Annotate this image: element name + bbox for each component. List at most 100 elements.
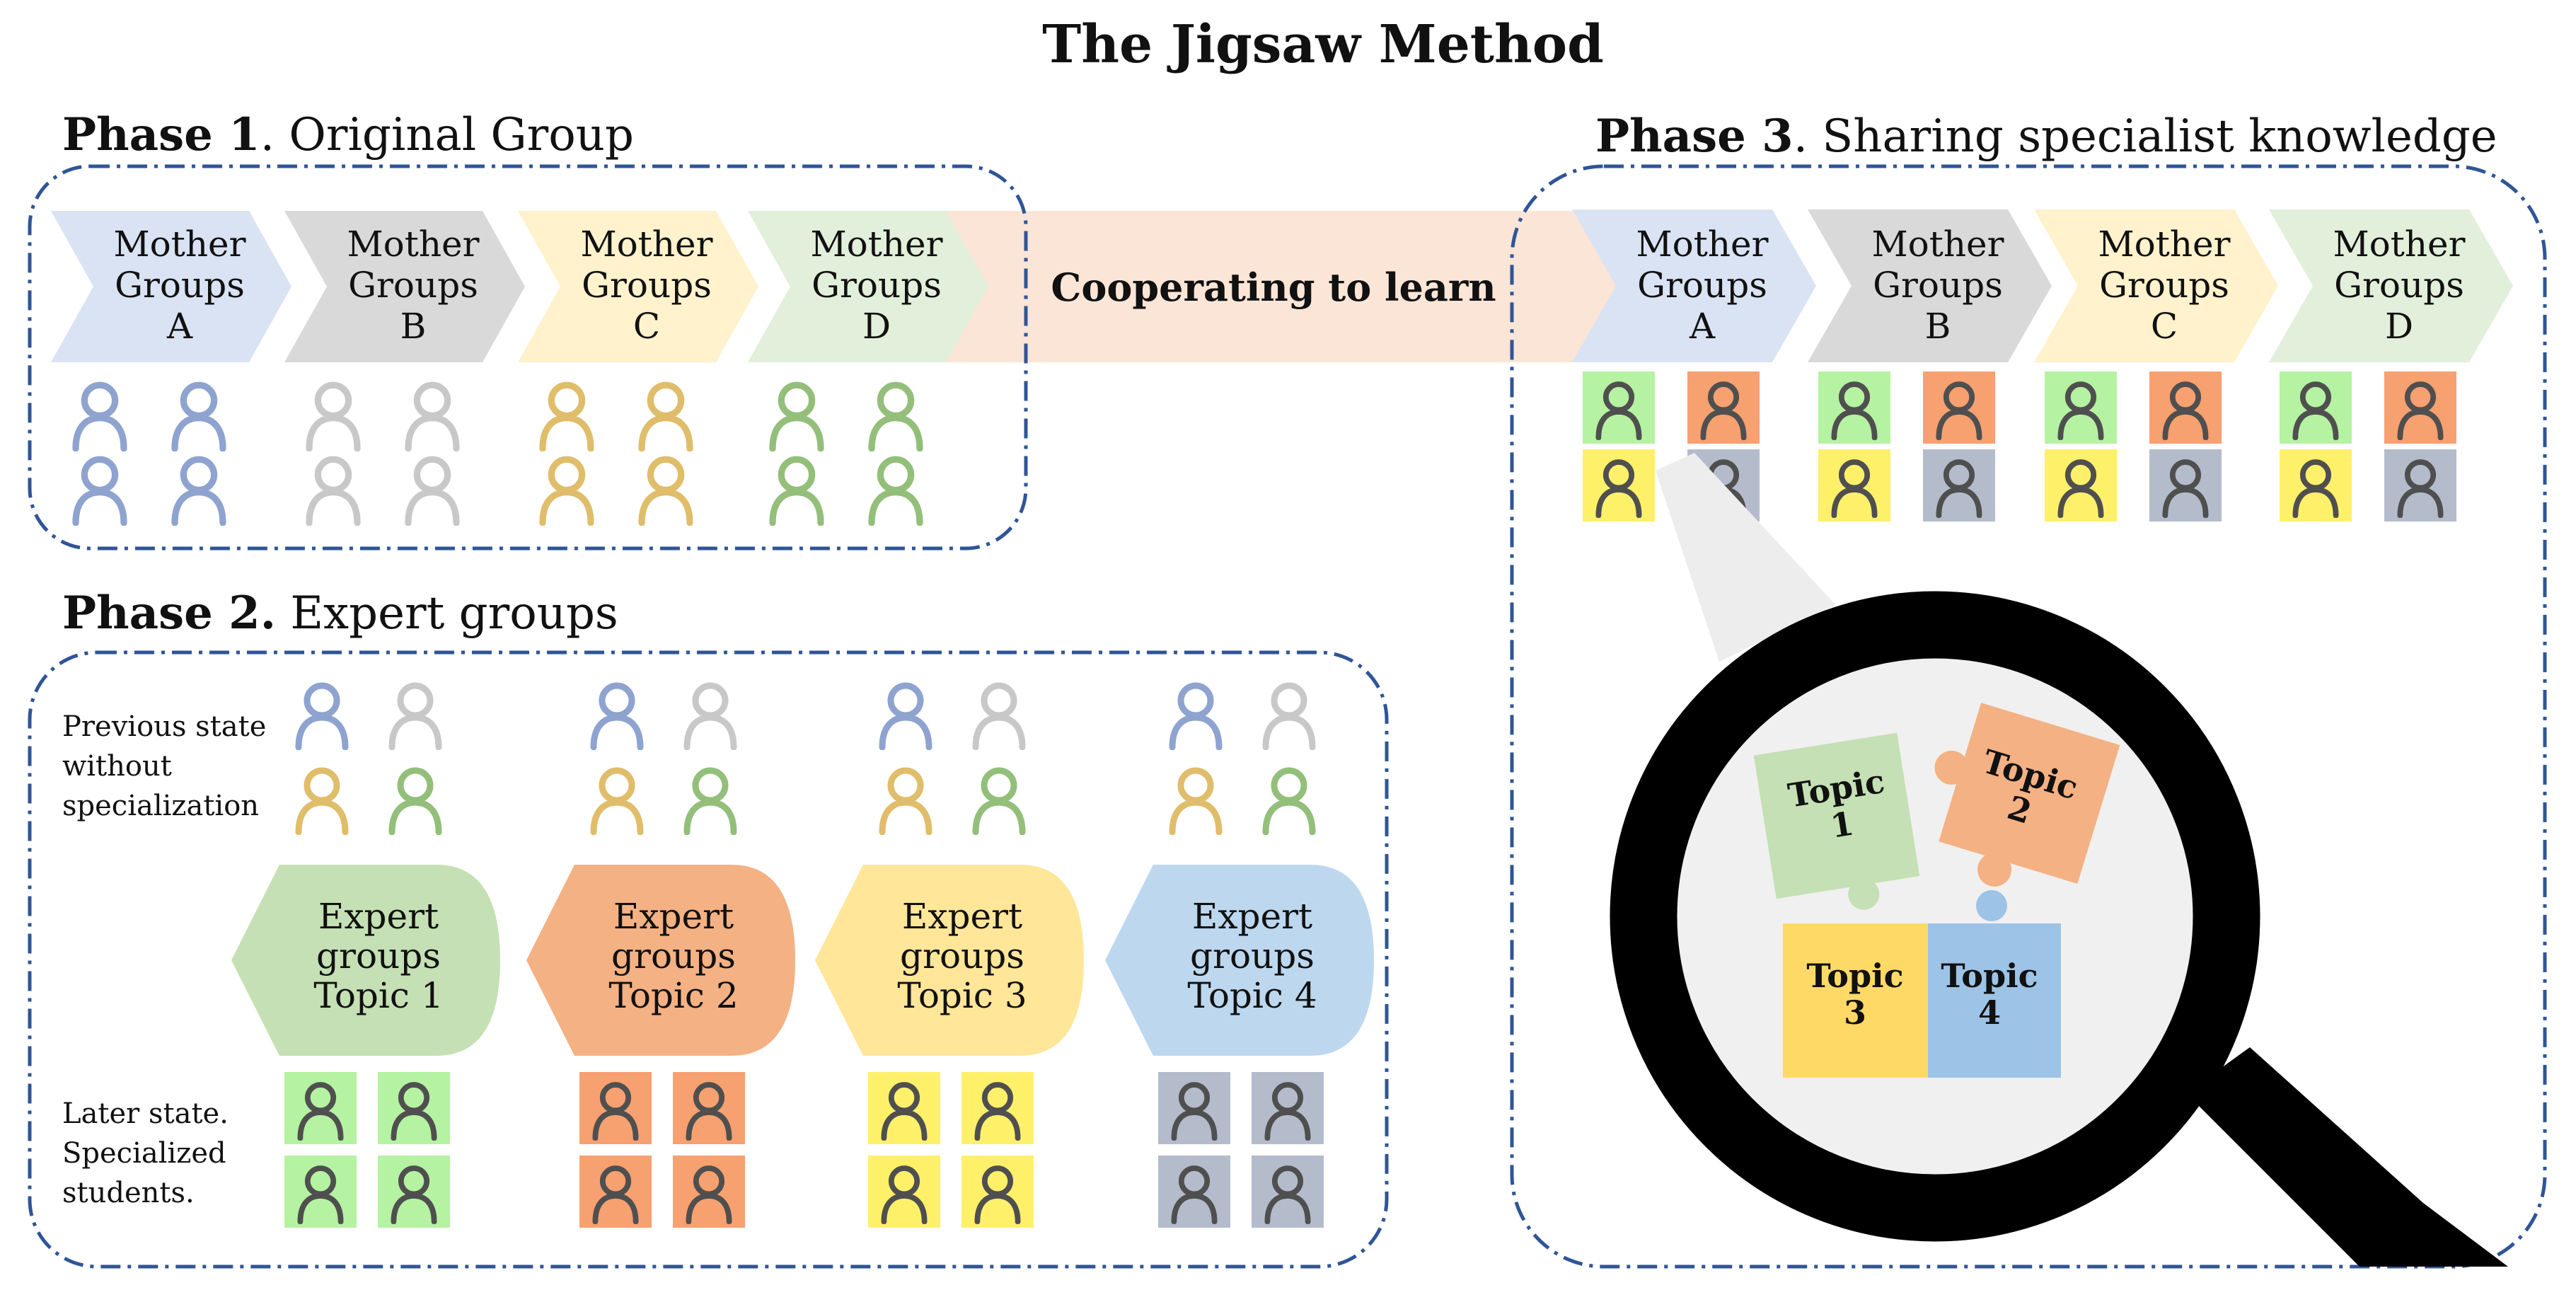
phase-2-label-rest: Expert groups xyxy=(276,587,618,640)
person-icon xyxy=(882,771,929,832)
previous-state-line-2: without xyxy=(62,750,172,783)
person-icon xyxy=(309,459,357,523)
expert-group-shape xyxy=(1105,865,1374,1056)
phase-3-label-bold: Phase 3 xyxy=(1595,110,1794,163)
label-line: Groups xyxy=(582,265,712,306)
later-state-line-1: Later state. xyxy=(62,1098,229,1130)
person-icon xyxy=(1172,771,1219,832)
label-line: Mother xyxy=(2333,224,2465,265)
cooperating-label: Cooperating to learn xyxy=(1051,265,1496,310)
person-icon xyxy=(1172,686,1219,747)
person-icon xyxy=(642,385,690,449)
person-icon xyxy=(175,459,223,523)
phase-1-label: Phase 1. Original Group xyxy=(62,108,634,161)
person-icon xyxy=(882,686,929,747)
later-state-line-2: Specialized xyxy=(62,1137,226,1170)
phase-2-label-bold: Phase 2. xyxy=(62,587,276,640)
phase-3-label: Phase 3. Sharing specialist knowledge xyxy=(1595,110,2497,163)
label-line: Topic 2 xyxy=(608,975,738,1016)
phase-3-box xyxy=(1510,164,2547,1269)
mother-group-chevron xyxy=(1808,209,2052,362)
label-line: Expert xyxy=(902,896,1022,937)
person-icon xyxy=(543,385,591,449)
label-line: Topic 4 xyxy=(1187,975,1317,1016)
mother-group-chevron xyxy=(748,211,988,362)
label-line: Groups xyxy=(2099,265,2229,306)
label-line: Topic 3 xyxy=(897,975,1027,1016)
label-line: C xyxy=(633,306,660,347)
label-line: Groups xyxy=(348,265,478,306)
phase-1-box xyxy=(28,164,1028,551)
phase-1-label-rest: . Original Group xyxy=(260,109,634,161)
person-icon xyxy=(872,385,920,449)
label-line: A xyxy=(166,306,193,347)
label-line: Groups xyxy=(812,265,942,306)
label-line: Mother xyxy=(580,224,712,265)
label-line: Mother xyxy=(810,224,942,265)
mother-group-chevron xyxy=(2034,209,2278,362)
label-line: Expert xyxy=(318,896,439,937)
person-icon xyxy=(976,686,1022,747)
person-icon xyxy=(392,686,439,747)
magnifier-ring xyxy=(1610,591,2260,1242)
person-icon xyxy=(543,459,591,523)
label-line: Mother xyxy=(2098,224,2230,265)
person-icon xyxy=(76,385,124,449)
label-line: Expert xyxy=(613,896,734,937)
person-icon xyxy=(1266,686,1312,747)
puzzle-piece-icon xyxy=(1928,890,2061,1078)
phase-2-label: Phase 2. Expert groups xyxy=(62,587,618,640)
label-line: groups xyxy=(611,935,736,976)
phase-3-label-rest: . Sharing specialist knowledge xyxy=(1794,110,2497,163)
puzzle-label-line: 3 xyxy=(1844,993,1866,1032)
person-icon xyxy=(642,459,690,523)
person-icon xyxy=(309,385,357,449)
expert-group-shape xyxy=(231,865,500,1056)
person-icon xyxy=(594,686,640,747)
phase-2-box xyxy=(28,650,1389,1269)
person-icon xyxy=(773,459,821,523)
previous-state-line-3: specialization xyxy=(62,790,259,822)
mother-group-chevron xyxy=(51,211,291,362)
zoom-beam xyxy=(1656,453,1836,662)
expert-group-shape xyxy=(815,865,1084,1056)
label-line: Groups xyxy=(115,265,245,306)
person-icon xyxy=(299,686,345,747)
puzzle-piece-icon xyxy=(1934,703,2120,887)
person-icon xyxy=(687,686,734,747)
label-line: Mother xyxy=(347,224,479,265)
previous-state-line-1: Previous state xyxy=(62,710,266,743)
label-line: D xyxy=(862,306,891,347)
label-line: Groups xyxy=(1873,265,2003,306)
label-line: D xyxy=(2385,306,2413,347)
person-icon xyxy=(687,771,734,832)
person-icon xyxy=(773,385,821,449)
label-line: B xyxy=(1925,306,1951,347)
puzzle-label-line: Topic xyxy=(1941,957,2038,995)
label-line: groups xyxy=(900,935,1024,976)
person-icon xyxy=(976,771,1022,832)
mother-group-chevron xyxy=(1572,209,1816,362)
cooperating-arrow xyxy=(920,211,1620,362)
